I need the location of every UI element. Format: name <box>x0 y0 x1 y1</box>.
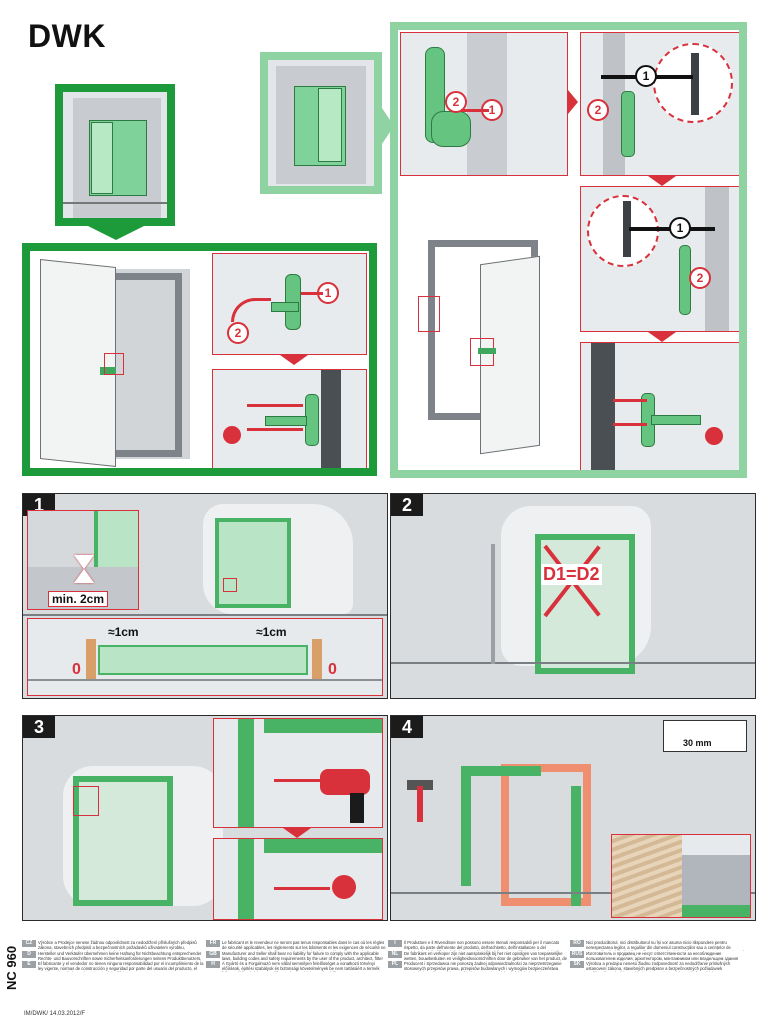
step-number: 3 <box>23 716 55 738</box>
lang-badge-gb: GB <box>206 950 220 958</box>
gap-left-label: ≈1cm <box>108 625 139 639</box>
lang-badge-cz: CZ <box>22 940 36 947</box>
lang-badge-ro: RO <box>570 940 584 947</box>
document-code: IM/DWK/ 14.03.2012/F <box>24 1011 86 1017</box>
gap-right-label: ≈1cm <box>256 625 287 639</box>
zero-right-label: 0 <box>328 661 337 678</box>
drill-icon <box>320 769 370 795</box>
disclaimer-text: Il Produttore e il Rivenditore non posso… <box>404 940 560 951</box>
lang-badge-i: I <box>388 940 402 947</box>
disclaimer-text: De fabrikant en verkoper zijn niet aansp… <box>404 950 567 962</box>
left-door-detail-box: 2 1 <box>22 243 377 476</box>
disclaimer-text: A Gyártó és a Forgalmazó nem vállal semm… <box>222 961 380 972</box>
step-2-panel: 2 D1=D2 <box>390 493 756 699</box>
lang-badge-pl: PL <box>388 961 402 968</box>
lang-badge-rus: RUS <box>570 950 584 958</box>
hammer-icon <box>407 780 433 790</box>
vertical-product-code: NC 960 <box>4 945 19 990</box>
diagonal-label: D1=D2 <box>541 564 602 585</box>
arrow-down-green <box>88 226 144 240</box>
lang-badge-d: D <box>22 950 36 958</box>
step-3-panel: 3 <box>22 715 388 921</box>
step-1-panel: 1 min. 2cm ≈1cm ≈1cm 0 0 <box>22 493 388 699</box>
screwdriver-icon-2 <box>705 427 723 445</box>
lang-badge-nl: NL <box>388 950 402 958</box>
right-door-detail-box: 2 1 1 2 1 2 <box>390 22 747 478</box>
disclaimer-text: Producent i Sprzedawca nie ponoszą żadne… <box>404 961 562 972</box>
step-4-panel: 4 30 mm <box>390 715 756 921</box>
lang-badge-fr: FR <box>206 940 220 947</box>
disclaimer-text: Výrobce a Prodejce nenese žádnou odpověd… <box>38 940 197 951</box>
lang-badge-h: H <box>206 961 220 968</box>
lang-badge-e: E <box>22 961 36 968</box>
disclaimer-text: El fabricante y el vendedor no tienen ni… <box>38 961 204 972</box>
disclaimer-text: Nici producătorul, nici distribuitorul n… <box>586 940 744 951</box>
disclaimer-text: Výrobca a predajca nenesú žiadnu zodpove… <box>586 961 731 972</box>
thumbnail-door-left <box>55 84 175 226</box>
zero-left-label: 0 <box>72 661 81 678</box>
step-number: 4 <box>391 716 423 738</box>
disclaimer-text: Manufacturer and Seller shall bear no li… <box>222 950 383 962</box>
document-title: DWK <box>28 18 106 54</box>
measure-label: 30 mm <box>683 738 712 748</box>
lang-badge-sk: SK <box>570 961 584 968</box>
step-number: 2 <box>391 494 423 516</box>
screwdriver-icon-3 <box>332 875 356 899</box>
screwdriver-icon <box>223 426 241 444</box>
disclaimer-text: Изготовитель и продавец не несут ответст… <box>586 950 739 962</box>
thumbnail-door-right <box>260 52 382 194</box>
min-gap-label: min. 2cm <box>48 591 109 607</box>
disclaimer-text: Le fabricant et le revendeur ne seront p… <box>222 940 386 951</box>
disclaimer-text: Hersteller und Verkäufer übernehmen kein… <box>38 950 202 962</box>
